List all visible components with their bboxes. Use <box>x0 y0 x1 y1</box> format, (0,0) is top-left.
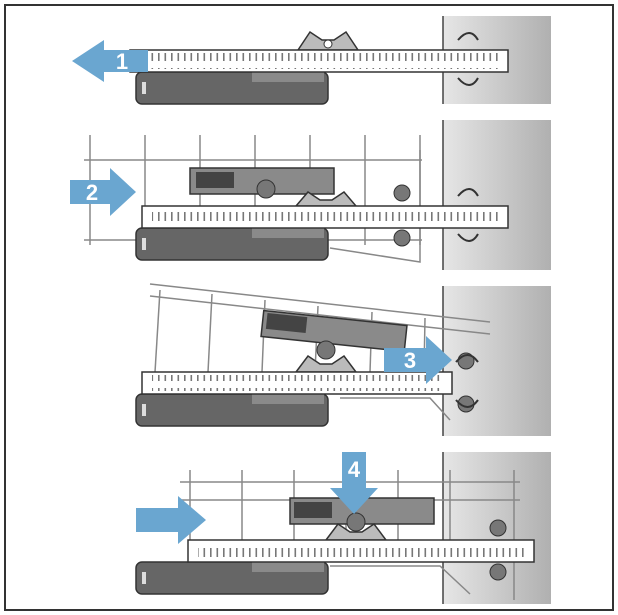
rack-wheel <box>316 340 336 360</box>
panel-step-1: 1 <box>72 16 551 105</box>
dish-rack-wires <box>149 283 491 421</box>
housing-highlight <box>252 72 324 82</box>
push-arrow <box>136 496 206 544</box>
rack-wheel <box>489 519 507 537</box>
panel-step-3: 3 <box>135 283 551 436</box>
wall-section <box>443 120 551 270</box>
wall-hook <box>455 354 479 408</box>
rack-wheel <box>393 229 411 247</box>
step-4-arrow <box>330 452 378 514</box>
step-3-label: 3 <box>404 348 416 373</box>
wall-hook <box>457 188 479 242</box>
step-1-label: 1 <box>116 49 128 74</box>
step-2-arrow <box>70 168 136 216</box>
step-3-arrow <box>384 336 452 384</box>
step-2-label: 2 <box>86 180 98 205</box>
rack-wheel <box>256 179 276 199</box>
panel-step-4: 4 <box>135 452 551 604</box>
step-4-label: 4 <box>348 457 361 482</box>
rack-wheel <box>346 512 366 532</box>
step-1-arrow <box>72 40 148 82</box>
wall-hook <box>457 32 479 86</box>
rack-wheel <box>393 184 411 202</box>
panel-step-2: 2 <box>70 120 551 270</box>
rack-wheel <box>489 563 507 581</box>
